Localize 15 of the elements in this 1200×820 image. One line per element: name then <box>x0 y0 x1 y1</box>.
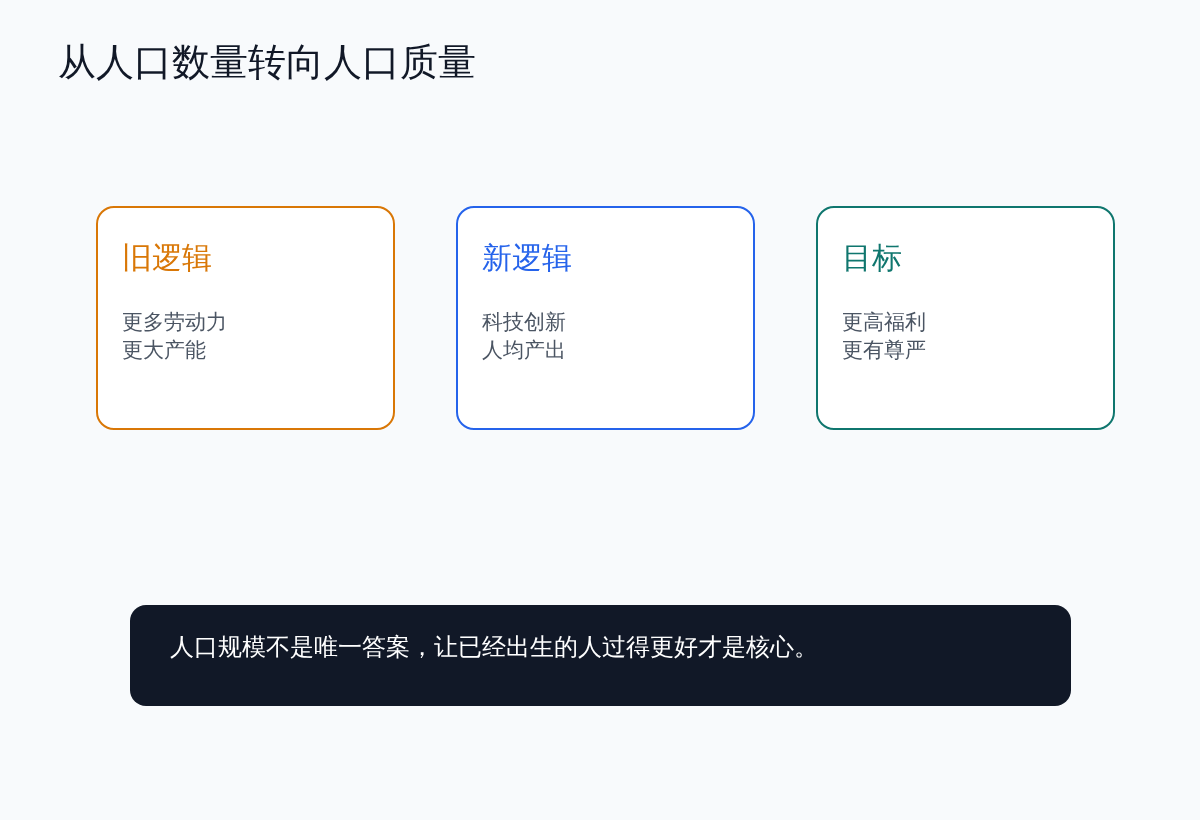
card <box>96 206 395 430</box>
card-text: 更多劳动力 <box>122 309 227 335</box>
callout-banner <box>130 605 1071 706</box>
card-text: 科技创新 <box>482 309 566 335</box>
card-text: 人均产出 <box>482 337 566 363</box>
card-heading: 旧逻辑 <box>122 240 212 276</box>
title: 从人口数量转向人口质量 <box>58 40 476 85</box>
card-text: 更高福利 <box>842 309 926 335</box>
card-text: 更有尊严 <box>842 337 926 363</box>
card-heading: 目标 <box>842 240 902 276</box>
card-text: 更大产能 <box>122 337 206 363</box>
card <box>816 206 1115 430</box>
card-heading: 新逻辑 <box>482 240 572 276</box>
card <box>456 206 755 430</box>
callout-text: 人口规模不是唯一答案，让已经出生的人过得更好才是核心。 <box>170 632 818 662</box>
